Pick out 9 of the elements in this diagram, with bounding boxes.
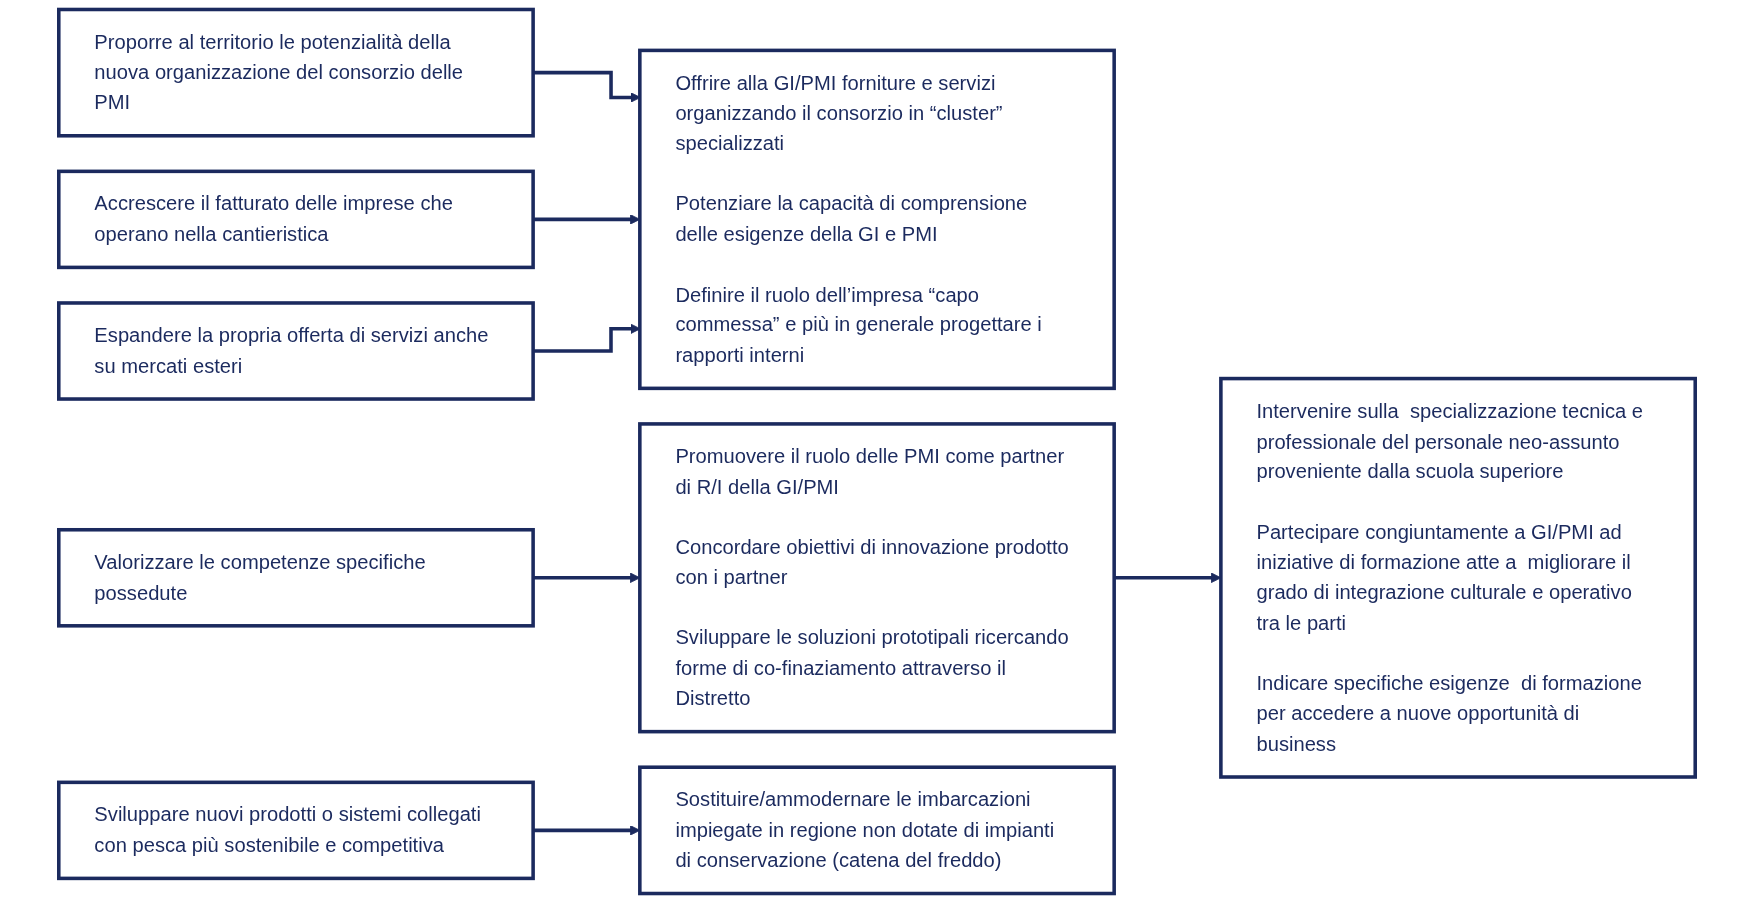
node-box: Accrescere il fatturato delle imprese che operano nella cantieristica (57, 169, 535, 270)
node-box: Promuovere il ruolo delle PMI come partner di R/I della GI/PMI Concordare obiettivi di innovazione prodotto con i partner Sviluppare le soluzioni prototipali ricercando forme di co-finaziamento attraverso il Distretto (638, 422, 1116, 734)
node-box: Offrire alla GI/PMI forniture e servizi organizzando il consorzio in “cluster” specializzati Potenziare la capacità di comprensione delle esigenze della GI e PMI Definire il ruolo dell’impresa “capo commessa” e più in generale progettare i rapporti interni (638, 48, 1116, 391)
node-box: Intervenire sulla specializzazione tecnica e professionale del personale neo-assunto proveniente dalla scuola superiore Partecipare congiuntamente a GI/PMI ad iniziative di formazione atte a migliorare il grado di integrazione culturale e operativo tra le parti Indicare specifiche esigenze di formazione per accedere a nuove opportunità di business (1219, 376, 1697, 779)
node-box: Espandere la propria offerta di servizi anche su mercati esteri (57, 301, 535, 401)
node-box: Valorizzare le competenze specifiche possedute (57, 528, 535, 628)
node-box: Sostituire/ammodernare le imbarcazioni impiegate in regione non dotate di impianti di conservazione (catena del freddo) (638, 765, 1116, 896)
node-box: Proporre al territorio le potenzialità della nuova organizzazione del consorzio delle PMI (57, 7, 535, 138)
node-box: Sviluppare nuovi prodotti o sistemi collegati con pesca più sostenibile e competitiva (57, 780, 535, 881)
